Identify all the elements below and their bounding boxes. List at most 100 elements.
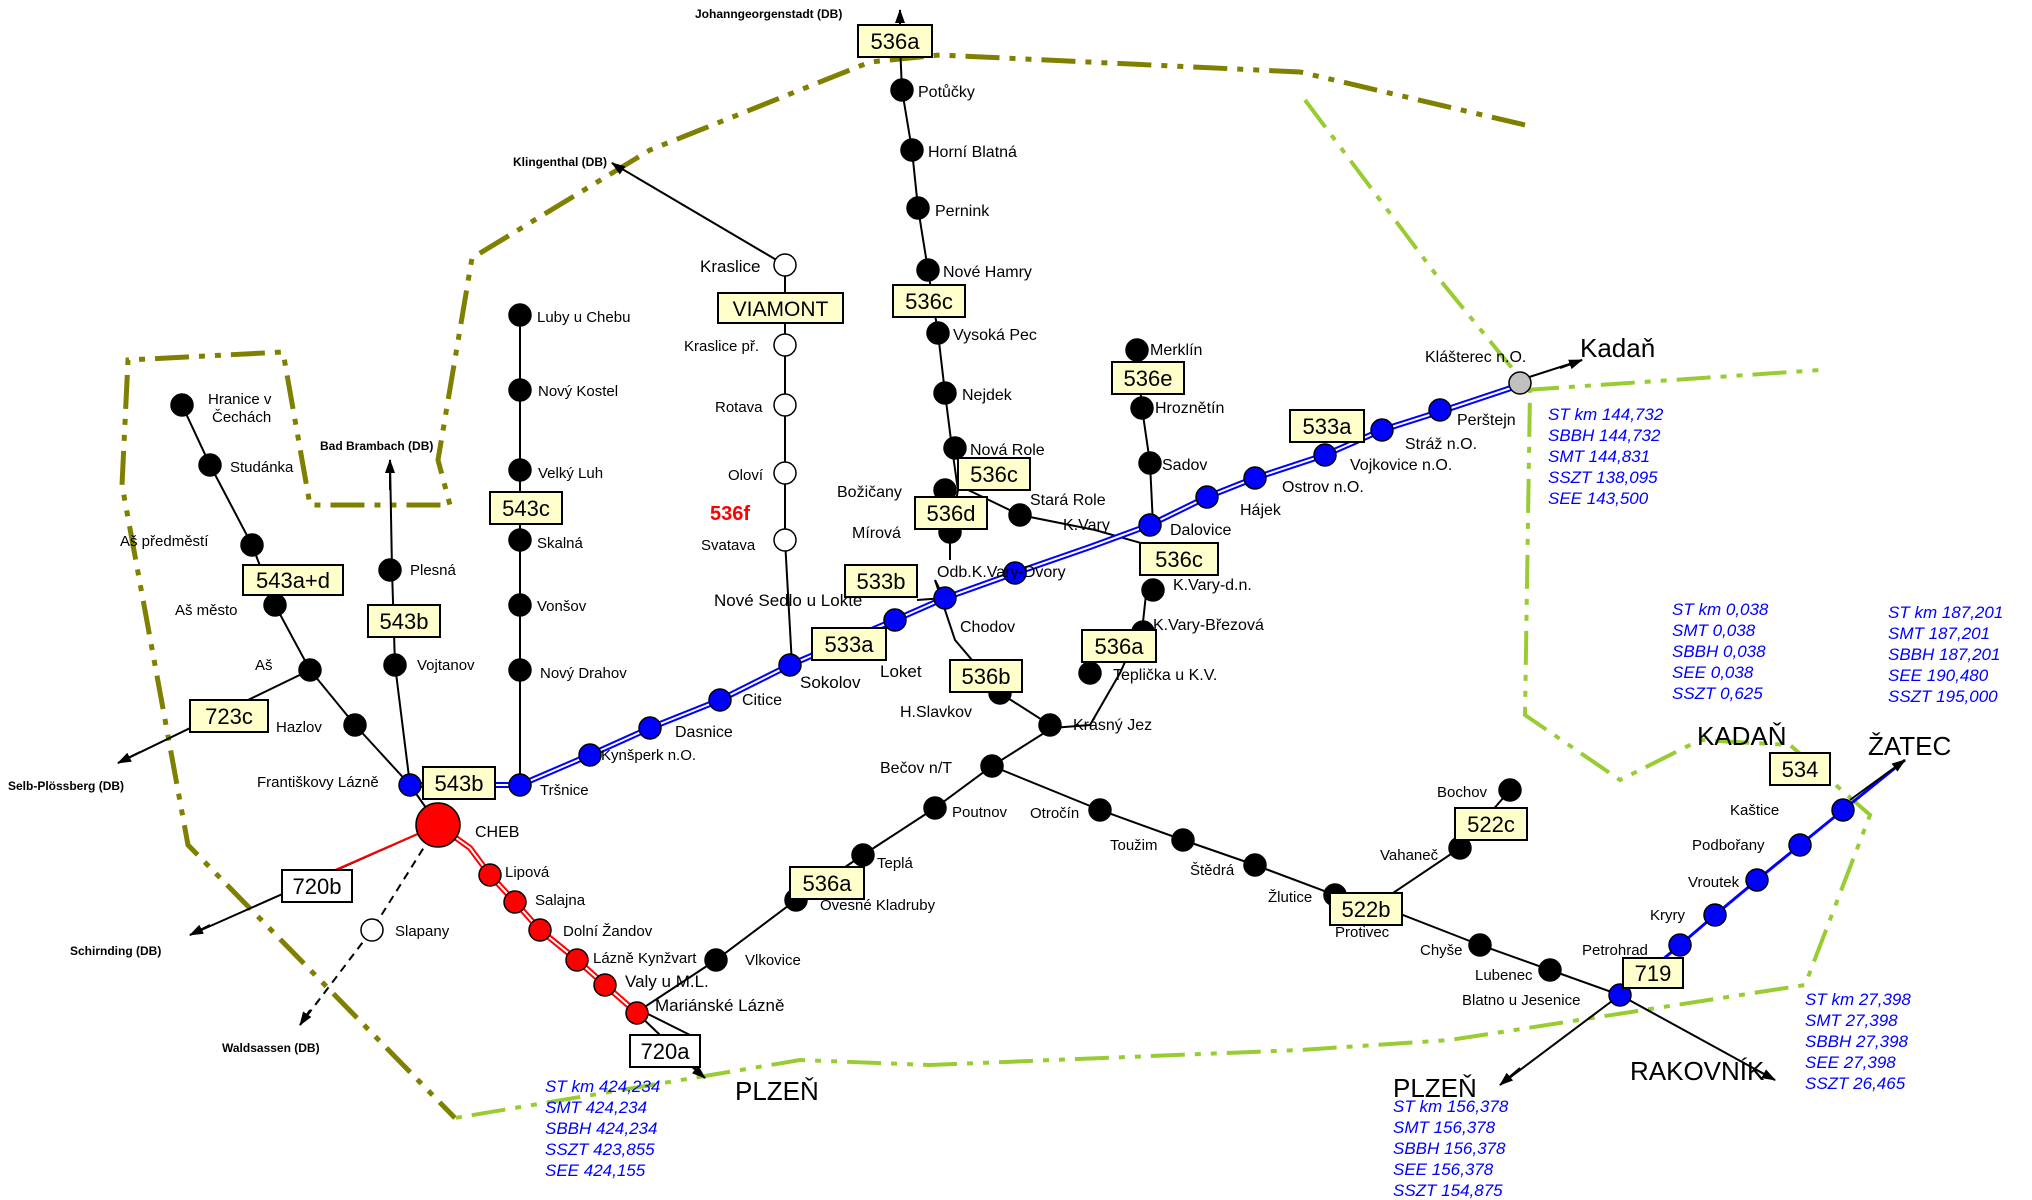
station-dot[interactable] <box>1038 713 1062 737</box>
station-dot[interactable] <box>933 381 957 405</box>
station-dot[interactable] <box>926 321 950 345</box>
station-dot[interactable] <box>773 528 797 552</box>
station-dot[interactable] <box>508 303 532 327</box>
station-dot[interactable] <box>890 78 914 102</box>
station-dot[interactable] <box>933 586 957 610</box>
station-dot[interactable] <box>1138 451 1162 475</box>
station-dot[interactable] <box>1243 466 1267 490</box>
station-dot[interactable] <box>1428 398 1452 422</box>
station-dot[interactable] <box>298 658 322 682</box>
line-label-l533a-right[interactable]: 533a <box>1289 409 1365 443</box>
station-dot[interactable] <box>773 393 797 417</box>
line-label-l522c[interactable]: 522c <box>1454 807 1528 841</box>
station-dot[interactable] <box>1608 983 1632 1007</box>
line-label-l723c[interactable]: 723c <box>189 699 269 733</box>
station-dot[interactable] <box>170 393 194 417</box>
station-dot[interactable] <box>1078 661 1102 685</box>
line-label-l534[interactable]: 534 <box>1769 752 1831 786</box>
station-dot[interactable] <box>704 948 728 972</box>
station-dot[interactable] <box>1508 371 1532 395</box>
station-dot[interactable] <box>360 918 384 942</box>
station-dot[interactable] <box>508 458 532 482</box>
station-dot[interactable] <box>1538 958 1562 982</box>
station-dot[interactable] <box>343 713 367 737</box>
line-label-l720a[interactable]: 720a <box>629 1034 701 1068</box>
station-dot[interactable] <box>1788 833 1812 857</box>
station-dot[interactable] <box>638 716 662 740</box>
line-label-l719[interactable]: 719 <box>1622 957 1684 989</box>
station-dot[interactable] <box>1468 933 1492 957</box>
line-label-536f[interactable]: 536f <box>710 503 750 525</box>
station-dot[interactable] <box>528 918 552 942</box>
station-dot[interactable] <box>1195 485 1219 509</box>
station-dot[interactable] <box>383 653 407 677</box>
station-dot[interactable] <box>1003 561 1027 585</box>
station-dot[interactable] <box>773 253 797 277</box>
station-dot[interactable] <box>198 453 222 477</box>
line-label-l536b[interactable]: 536b <box>949 659 1023 693</box>
line-label-l533b[interactable]: 533b <box>844 564 918 598</box>
line-label-viamont[interactable]: VIAMONT <box>717 292 844 324</box>
station-dot[interactable] <box>625 1001 649 1025</box>
station-dot[interactable] <box>1130 396 1154 420</box>
station-dot[interactable] <box>1138 513 1162 537</box>
line-label-l536d[interactable]: 536d <box>914 496 988 530</box>
station-dot[interactable] <box>508 593 532 617</box>
station-dot[interactable] <box>508 378 532 402</box>
station-dot[interactable] <box>263 593 287 617</box>
station-dot[interactable] <box>1141 578 1165 602</box>
station-dot[interactable] <box>1243 853 1267 877</box>
station-dot[interactable] <box>980 754 1004 778</box>
station-dot[interactable] <box>1703 903 1727 927</box>
station-dot[interactable] <box>1313 443 1337 467</box>
station-dot[interactable] <box>1668 933 1692 957</box>
station-nova-role: Nová Role <box>970 442 1045 459</box>
line-label-l536c-mid[interactable]: 536c <box>957 457 1031 491</box>
station-dot[interactable] <box>398 773 422 797</box>
line-label-l522b[interactable]: 522b <box>1329 892 1403 926</box>
station-dot[interactable] <box>578 743 602 767</box>
line-label-l536a-mid[interactable]: 536a <box>1081 629 1157 663</box>
station-dot[interactable] <box>378 558 402 582</box>
line-label-l720b[interactable]: 720b <box>281 869 353 903</box>
cheb-node[interactable] <box>415 802 461 848</box>
station-dot[interactable] <box>1370 418 1394 442</box>
station-dot[interactable] <box>1831 798 1855 822</box>
station-dot[interactable] <box>923 796 947 820</box>
line-label-l543c[interactable]: 543c <box>489 491 563 525</box>
line-label-l543b-top[interactable]: 543b <box>367 604 441 638</box>
station-dot[interactable] <box>851 843 875 867</box>
station-dot[interactable] <box>916 258 940 282</box>
station-dot[interactable] <box>773 333 797 357</box>
line-label-l543a-d[interactable]: 543a+d <box>242 564 344 596</box>
station-as-predmesti: Aš předměstí <box>120 533 209 550</box>
station-dot[interactable] <box>943 436 967 460</box>
line-label-l543b-bottom[interactable]: 543b <box>422 766 496 800</box>
station-dot[interactable] <box>1008 503 1032 527</box>
line-label-l536c-kv[interactable]: 536c <box>1139 542 1219 576</box>
station-dot[interactable] <box>478 863 502 887</box>
station-dot[interactable] <box>900 138 924 162</box>
station-dot[interactable] <box>508 528 532 552</box>
station-dot[interactable] <box>1745 868 1769 892</box>
line-label-l536c-top[interactable]: 536c <box>892 284 966 318</box>
station-dot[interactable] <box>565 948 589 972</box>
station-dot[interactable] <box>508 658 532 682</box>
station-dot[interactable] <box>883 608 907 632</box>
line-label-l536e[interactable]: 536e <box>1111 361 1185 395</box>
station-dot[interactable] <box>708 688 732 712</box>
station-dot[interactable] <box>1498 778 1522 802</box>
station-dot[interactable] <box>508 773 532 797</box>
station-dot[interactable] <box>778 653 802 677</box>
station-dot[interactable] <box>593 973 617 997</box>
station-dot[interactable] <box>1171 828 1195 852</box>
station-dot[interactable] <box>773 461 797 485</box>
line-label-l533a-left[interactable]: 533a <box>811 627 887 661</box>
line-label-l536a-top[interactable]: 536a <box>857 24 933 58</box>
station-dot[interactable] <box>1125 338 1149 362</box>
station-dot[interactable] <box>503 890 527 914</box>
line-label-l536a-bottom[interactable]: 536a <box>789 866 865 900</box>
station-dot[interactable] <box>906 196 930 220</box>
station-dot[interactable] <box>1088 798 1112 822</box>
station-dot[interactable] <box>240 533 264 557</box>
